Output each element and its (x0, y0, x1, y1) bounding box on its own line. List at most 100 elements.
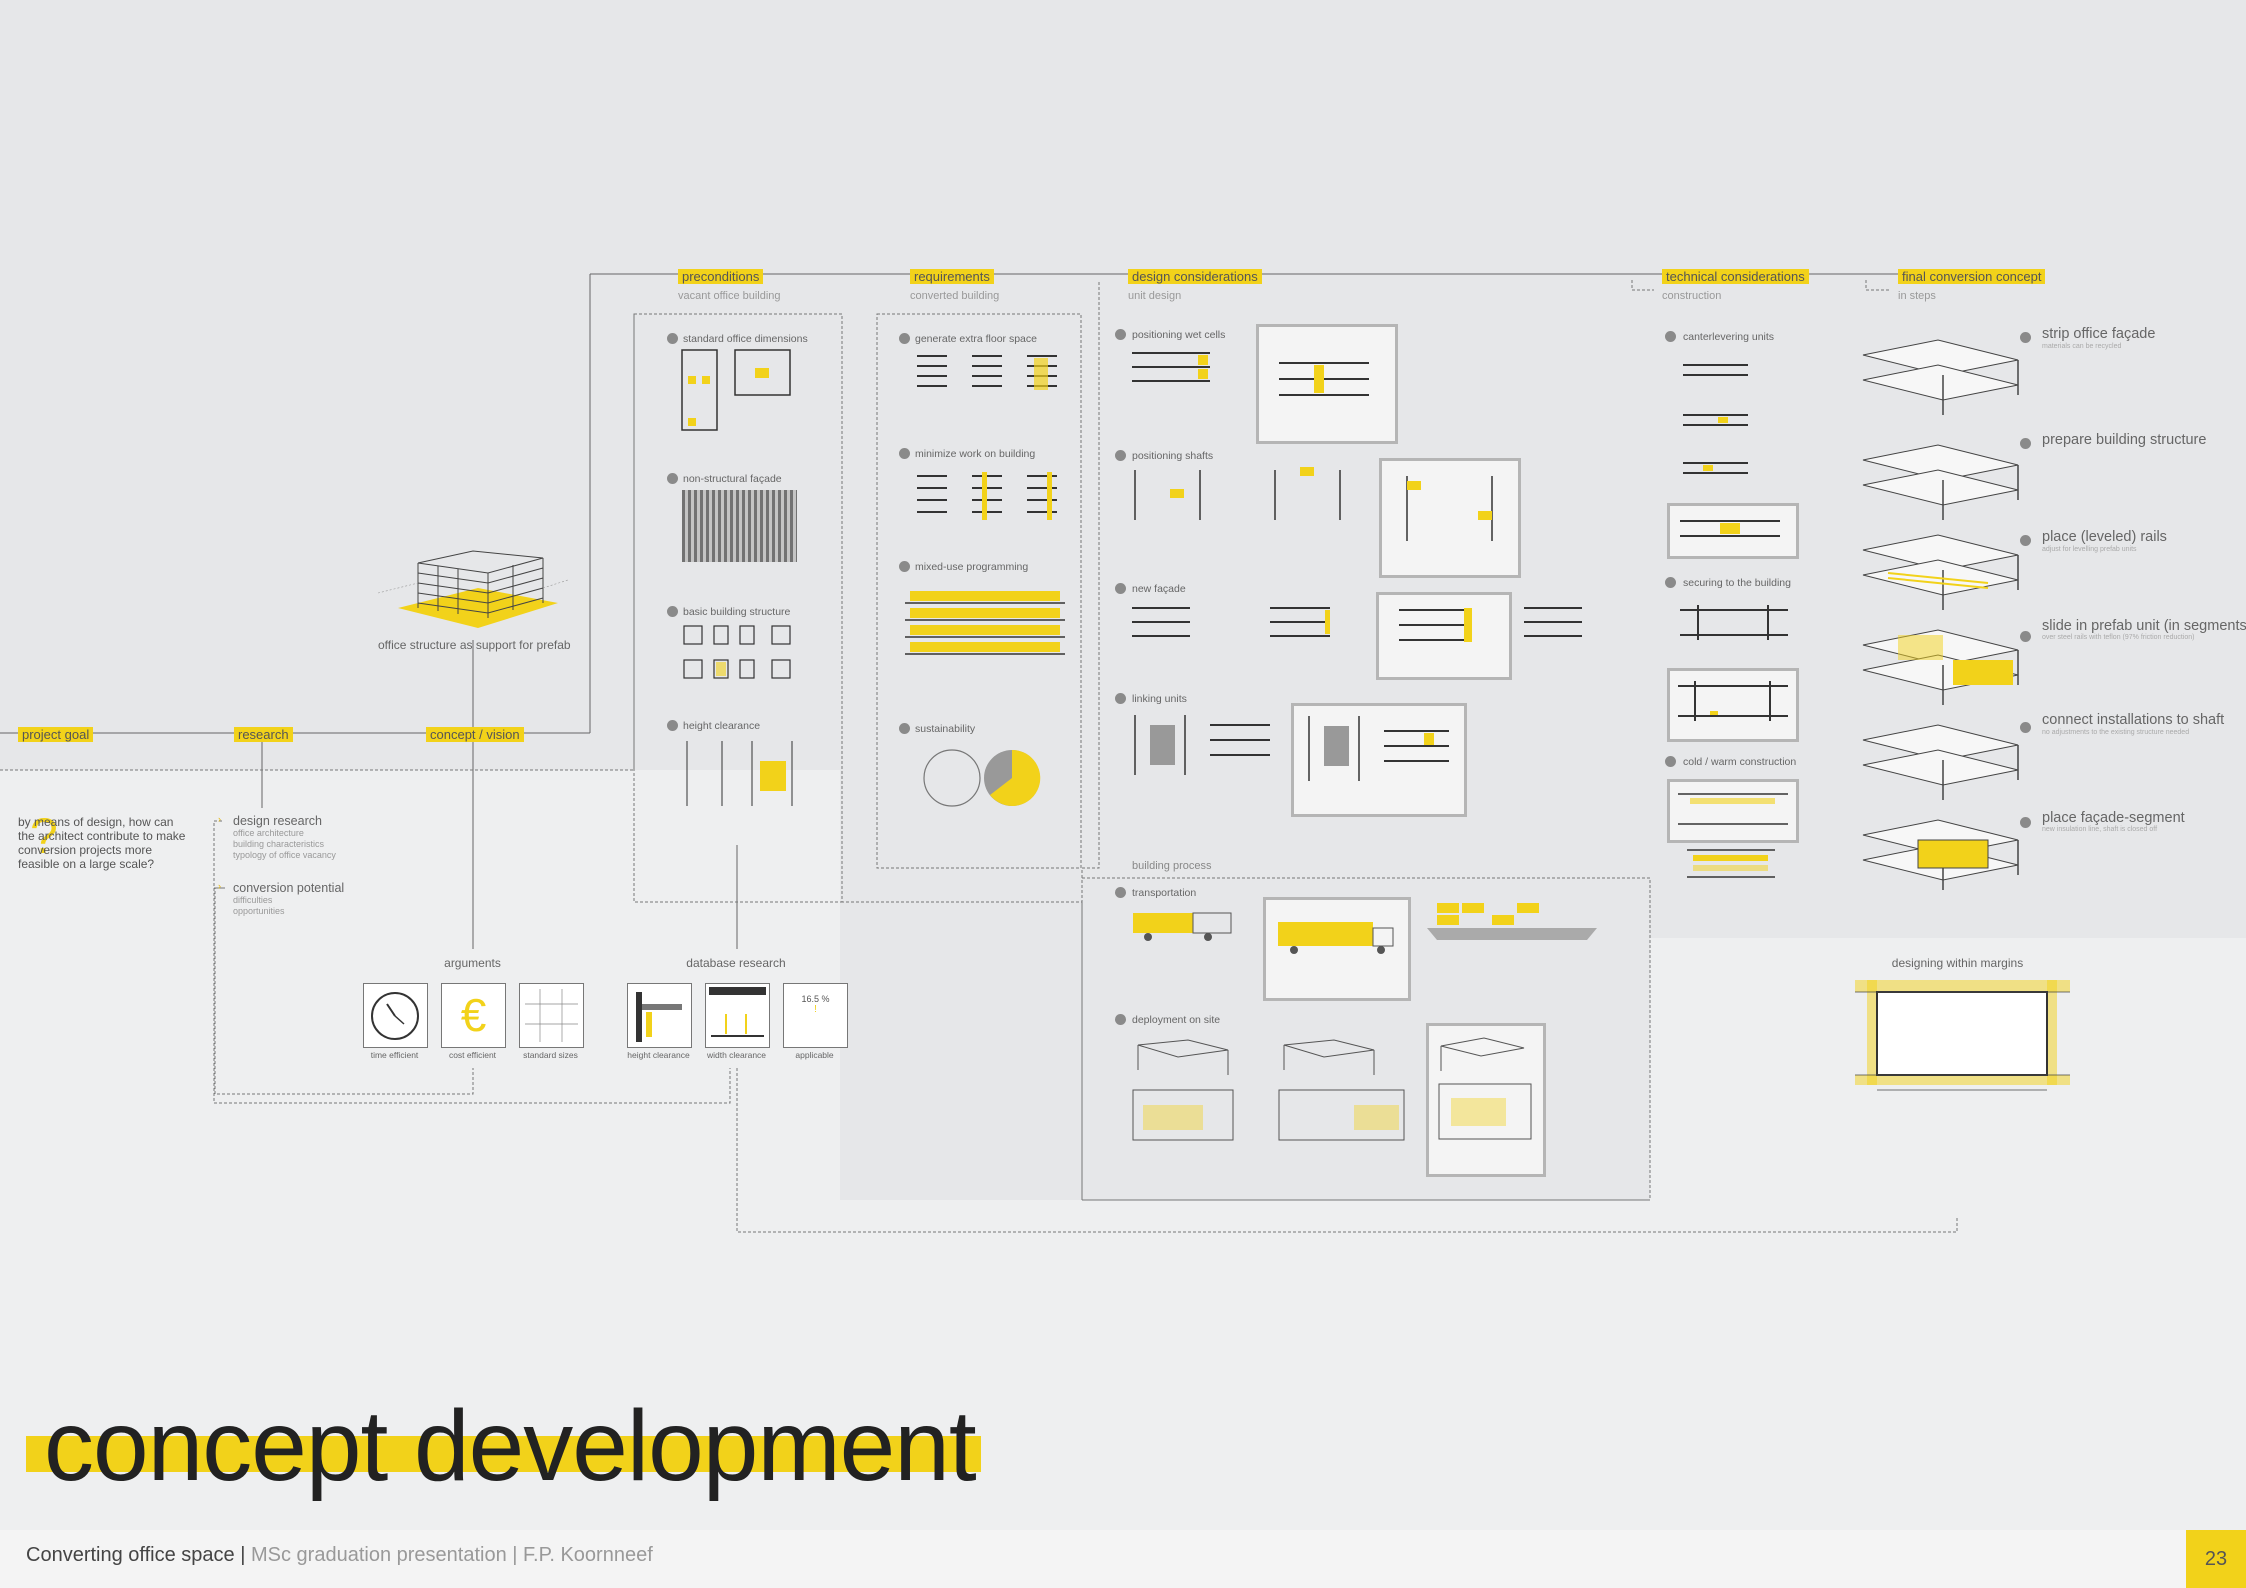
requirements-label: requirements (910, 269, 994, 284)
bullet (1115, 583, 1126, 594)
wet-cells-sketch (1132, 352, 1210, 382)
deployment-sketch-1 (1132, 1039, 1234, 1141)
width-clearance-icon (709, 987, 766, 1037)
deployment-selected-sketch (1438, 1037, 1532, 1140)
project-question: by means of design, how can the architec… (18, 815, 186, 871)
final-concept-sub: in steps (1898, 290, 1936, 302)
design-considerations-label: design considerations (1128, 269, 1262, 284)
argument-sizes-thumb (519, 983, 584, 1048)
design-title: positioning shafts (1132, 450, 1214, 462)
final-step-title: strip office façade (2042, 326, 2156, 342)
design-title: new façade (1132, 583, 1186, 595)
bullet (899, 561, 910, 572)
shafts-sketch (1134, 467, 1341, 520)
database-label: height clearance (627, 1050, 690, 1060)
bullet (1115, 693, 1126, 704)
building-structure-sketch (683, 625, 791, 679)
final-step-sub: over steel rails with teflon (97% fricti… (2042, 634, 2195, 641)
new-facade-frame (1376, 592, 1512, 680)
title-highlight (26, 1436, 981, 1472)
research-line: difficulties (233, 895, 273, 905)
argument-label: cost efficient (448, 1050, 497, 1060)
new-facade-selected-sketch (1399, 608, 1472, 642)
bullet (899, 723, 910, 734)
research-item-design: design research office architecture buil… (233, 814, 336, 861)
design-title: positioning wet cells (1132, 329, 1226, 341)
transport-ship-sketch (1427, 903, 1597, 940)
precondition-title: standard office dimensions (683, 333, 808, 345)
sustainability-sketch (923, 749, 1041, 807)
database-applicable-thumb: 16.5 % ! (783, 983, 848, 1048)
page-title: concept development (44, 1390, 977, 1502)
precondition-title: non-structural façade (683, 473, 782, 485)
building-process-title: building process (1132, 860, 1212, 872)
bullet (899, 333, 910, 344)
requirement-title: sustainability (915, 723, 976, 735)
bullet (1665, 756, 1676, 767)
footer-separator: | (240, 1544, 246, 1566)
facade-option-sketch (1524, 607, 1582, 637)
bullet (1115, 1014, 1126, 1025)
margins-title: designing within margins (1891, 956, 2024, 970)
transport-truck-sketch (1133, 912, 1232, 941)
tag-final-concept: final conversion concept in steps (1898, 268, 2046, 304)
bullet (2020, 438, 2031, 449)
precondition-title: basic building structure (683, 606, 791, 618)
shafts-selected-sketch (1406, 476, 1493, 541)
transport-selected-sketch (1278, 922, 1394, 954)
page-number: 23 (2204, 1548, 2228, 1570)
cantilever-sketches (1683, 364, 1748, 474)
tag-design-considerations: design considerations unit design (1128, 268, 1262, 304)
bullet (667, 333, 678, 344)
process-title: transportation (1132, 887, 1197, 899)
technical-considerations-label: technical considerations (1662, 269, 1809, 284)
argument-label: time efficient (370, 1050, 419, 1060)
footer-bar (0, 1530, 2246, 1588)
tag-project-goal: project goal (18, 726, 94, 744)
technical-title: cold / warm construction (1683, 756, 1797, 768)
bullet (2020, 535, 2031, 546)
securing-selected-sketch (1678, 681, 1788, 721)
final-step-sub: adjust for levelling prefab units (2042, 546, 2137, 553)
database-width-thumb (705, 983, 770, 1048)
shafts-frame (1379, 458, 1521, 578)
tag-requirements: requirements converted building (910, 268, 999, 304)
new-facade-sketch (1132, 607, 1330, 637)
concept-vision-label: concept / vision (426, 727, 524, 742)
cold-warm-sketch (1687, 849, 1775, 878)
height-clearance-icon (636, 992, 682, 1042)
research-line: typology of office vacancy (233, 850, 336, 860)
research-line: building characteristics (233, 839, 325, 849)
wet-cells-frame (1256, 324, 1398, 444)
technical-title: securing to the building (1683, 577, 1791, 589)
tag-technical-considerations: technical considerations construction (1662, 268, 1809, 304)
footer-text: Converting office space | MSc graduation… (26, 1544, 653, 1567)
height-clearance-sketch (686, 741, 793, 806)
cantilever-frame (1667, 503, 1799, 559)
final-step-title: connect installations to shaft (2042, 712, 2225, 728)
database-title: database research (686, 956, 786, 970)
footer-separator: | (512, 1544, 518, 1566)
tag-concept-vision: concept / vision (426, 726, 524, 744)
database-label: applicable (795, 1050, 834, 1060)
design-title: linking units (1132, 693, 1187, 705)
cold-warm-selected-sketch (1678, 793, 1788, 825)
bullet (2020, 817, 2031, 828)
bullet (2020, 332, 2031, 343)
preconditions-sub: vacant office building (678, 290, 781, 302)
research-item-title: design research (233, 814, 322, 828)
arguments-title: arguments (444, 956, 501, 970)
deployment-frame (1426, 1023, 1546, 1177)
final-step-sub: no adjustments to the existing structure… (2042, 729, 2190, 736)
cantilever-selected-sketch (1680, 520, 1780, 537)
final-steps-illustrations (1862, 339, 2019, 890)
precondition-title: height clearance (683, 720, 761, 732)
applicable-percent: 16.5 % (801, 994, 830, 1004)
database-height-thumb (627, 983, 692, 1048)
page-number-badge: 23 (2186, 1530, 2246, 1588)
requirement-title: generate extra floor space (915, 333, 1037, 345)
final-step-title: place (leveled) rails (2042, 529, 2167, 545)
bullet (2020, 722, 2031, 733)
tag-research: research (234, 726, 293, 744)
bullet (1665, 331, 1676, 342)
